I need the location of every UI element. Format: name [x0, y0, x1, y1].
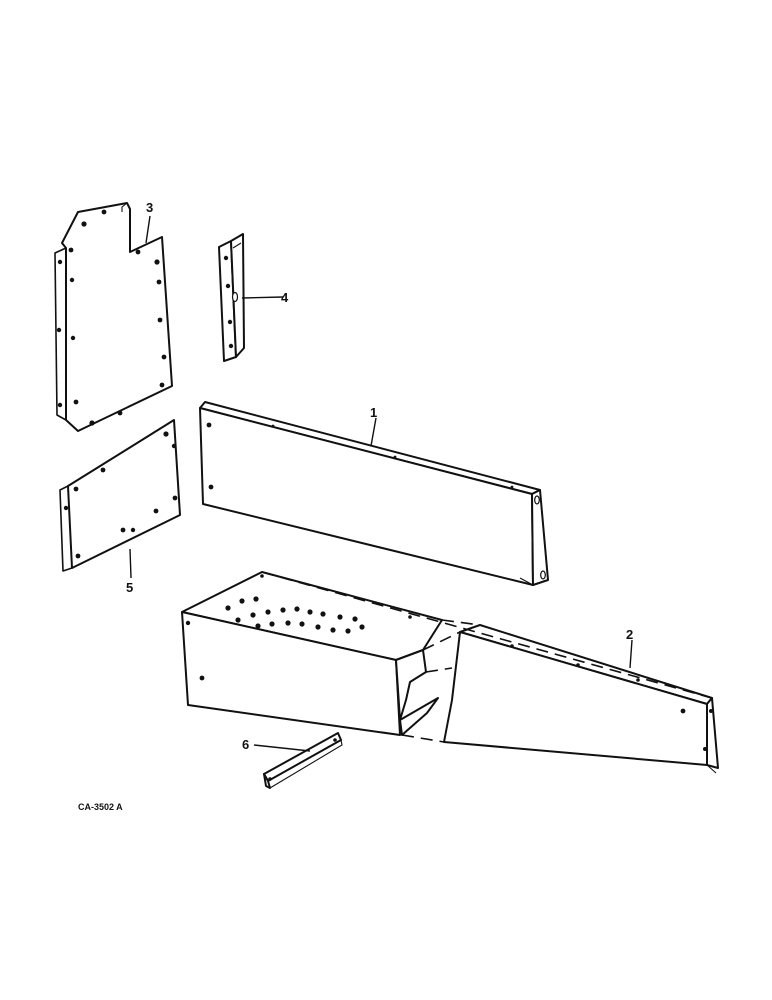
figure-code: CA-3502 A — [78, 802, 123, 812]
part-3-side-panel — [54, 202, 173, 432]
callout-5: 5 — [126, 580, 133, 595]
part-2-tapered-hood — [181, 571, 719, 774]
part-5-lower-panel — [59, 419, 181, 572]
callout-1: 1 — [370, 405, 377, 420]
callout-2: 2 — [626, 627, 633, 642]
part-4-channel-strip — [218, 233, 245, 362]
callout-3: 3 — [146, 200, 153, 215]
leader-lines — [129, 215, 633, 752]
perforation-holes — [225, 596, 365, 634]
part-1-long-board — [199, 401, 549, 586]
part-6-angle-bar — [263, 732, 343, 789]
callout-4: 4 — [281, 290, 289, 305]
callout-6: 6 — [242, 737, 249, 752]
